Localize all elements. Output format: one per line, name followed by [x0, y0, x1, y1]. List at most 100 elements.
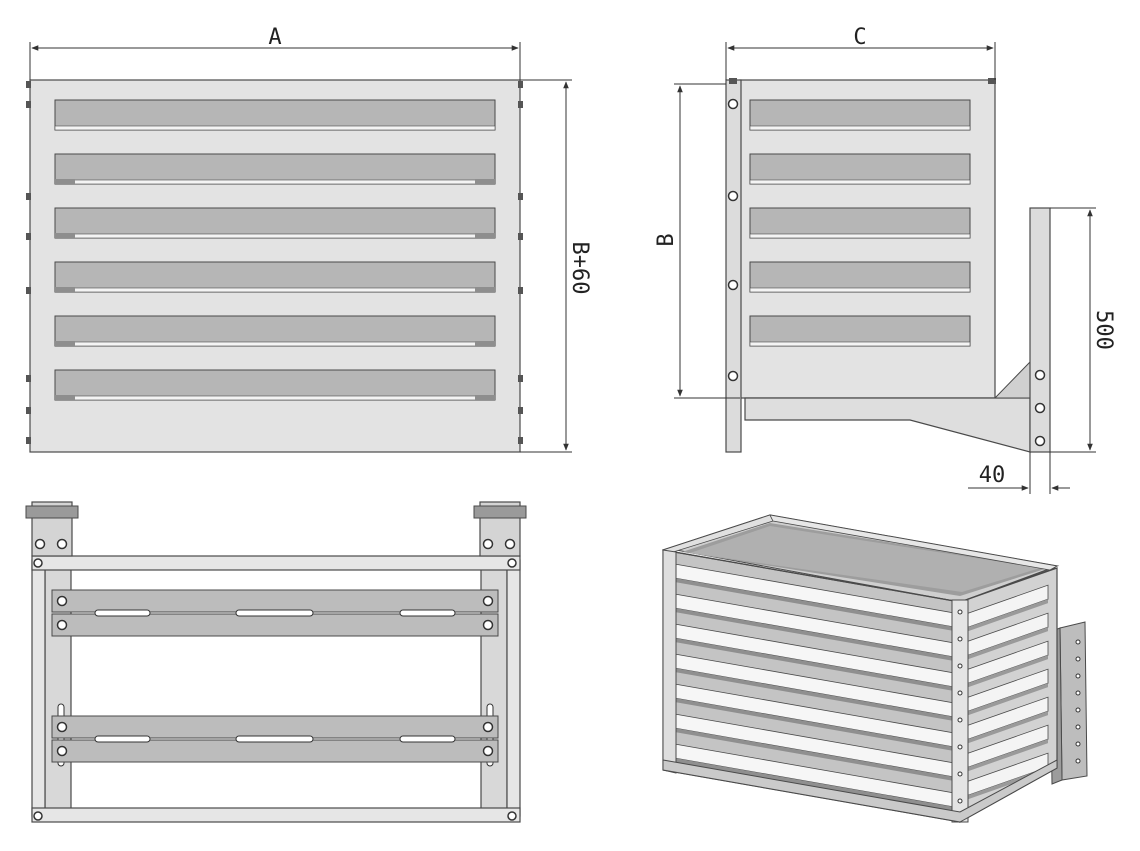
iso-bracket-hole — [1075, 724, 1081, 730]
rear-top-bar — [31, 555, 521, 571]
iso-bracket-hole — [1075, 656, 1081, 662]
iso-slats-front — [675, 563, 953, 811]
iso-bracket-hole — [1075, 707, 1081, 713]
front-bolt — [518, 437, 523, 444]
iso-post-hole — [957, 690, 963, 696]
rear-rail-slot — [399, 735, 456, 743]
rear-rail-bolt — [482, 595, 494, 607]
bracket-bolt — [1034, 402, 1046, 414]
dimension-c: C — [725, 25, 996, 80]
front-slat-lip — [54, 125, 496, 131]
dimension-b-label: B — [654, 233, 679, 246]
front-bolts — [26, 81, 523, 444]
iso-front-slat-shadow — [676, 728, 952, 781]
wall-bracket — [1029, 207, 1051, 453]
front-slat-lip — [54, 179, 496, 185]
iso-post-hole — [957, 744, 963, 750]
dimension-b: B — [654, 83, 740, 399]
front-slat-clip — [475, 233, 495, 238]
iso-post-hole — [957, 609, 963, 615]
iso-wall-bracket — [1059, 621, 1088, 781]
dimension-a-label: A — [268, 25, 281, 50]
iso-post-hole — [957, 798, 963, 804]
rear-rail — [51, 715, 499, 739]
rear-bottom-bar — [31, 807, 521, 823]
front-slat-clip — [475, 179, 495, 184]
support-arm — [744, 397, 1031, 453]
front-slat — [54, 315, 496, 347]
side-slat — [749, 207, 971, 239]
front-slat-clip — [55, 179, 75, 184]
rear-rail — [51, 613, 499, 637]
rear-side-right — [506, 559, 521, 817]
dimension-40: 40 — [968, 452, 1070, 494]
front-bolt — [518, 375, 523, 382]
front-slat — [54, 153, 496, 185]
front-slat-lip — [54, 341, 496, 347]
front-slat-clip — [475, 341, 495, 346]
rear-rail-slot — [94, 609, 151, 617]
rear-rail-bolt — [482, 745, 494, 757]
front-bolt — [518, 81, 523, 88]
rear-rail-slot — [235, 609, 314, 617]
side-bolt — [988, 78, 996, 84]
rear-bolt — [507, 558, 517, 568]
dimension-b60-label: B+60 — [567, 242, 592, 295]
iso-bracket-hole — [1075, 690, 1081, 696]
dimension-500-label: 500 — [1091, 310, 1116, 350]
side-view — [725, 78, 1051, 453]
rear-rail-bolt — [56, 619, 68, 631]
front-slat-clip — [55, 341, 75, 346]
bracket-bolt — [1034, 369, 1046, 381]
iso-corner-post — [951, 599, 969, 823]
front-bolt — [26, 193, 31, 200]
side-slat-lip — [749, 125, 971, 131]
dimension-b60: B+60 — [520, 79, 592, 453]
iso-post-hole — [957, 717, 963, 723]
front-slat — [54, 99, 496, 131]
side-slat — [749, 261, 971, 293]
side-flange — [725, 79, 742, 453]
front-slat-lip — [54, 287, 496, 293]
iso-front-slat-shadow — [676, 758, 952, 811]
front-slat-clip — [475, 395, 495, 400]
iso-bracket-hole — [1075, 639, 1081, 645]
front-slat — [54, 207, 496, 239]
front-bolt — [26, 407, 31, 414]
rear-rail-bolt — [482, 619, 494, 631]
iso-front-slat-shadow — [676, 578, 952, 631]
front-bolt — [26, 287, 31, 294]
front-slats — [54, 99, 496, 401]
rear-rails — [51, 589, 499, 767]
iso-post-hole — [957, 771, 963, 777]
front-view — [26, 79, 523, 453]
iso-side-slat-shadow — [968, 683, 1048, 716]
side-bolt — [727, 98, 739, 110]
side-slat — [749, 153, 971, 185]
rear-rail — [51, 589, 499, 613]
side-bolts — [727, 78, 996, 382]
front-bolt — [26, 101, 31, 108]
rear-top-bracket-left — [25, 501, 79, 557]
rear-bolt — [507, 811, 517, 821]
iso-bracket-hole — [1075, 741, 1081, 747]
iso-side-slat-shadow — [968, 739, 1048, 772]
front-bolt — [26, 437, 31, 444]
front-slat — [54, 261, 496, 293]
isometric-view — [661, 514, 1088, 824]
iso-front-slat-shadow — [676, 638, 952, 691]
front-bolt — [26, 81, 31, 88]
front-bolt — [26, 375, 31, 382]
iso-side-slat-shadow — [968, 711, 1048, 744]
front-slat-clip — [55, 395, 75, 400]
front-bolt — [518, 101, 523, 108]
bracket-bolt — [1034, 435, 1046, 447]
iso-front-slat-shadow — [676, 608, 952, 661]
side-slats — [749, 99, 971, 347]
side-slat — [749, 315, 971, 347]
rear-top-bracket-right — [473, 501, 527, 557]
rear-rail — [51, 739, 499, 763]
iso-side-slat-shadow — [968, 655, 1048, 688]
dimension-a: A — [29, 25, 521, 80]
